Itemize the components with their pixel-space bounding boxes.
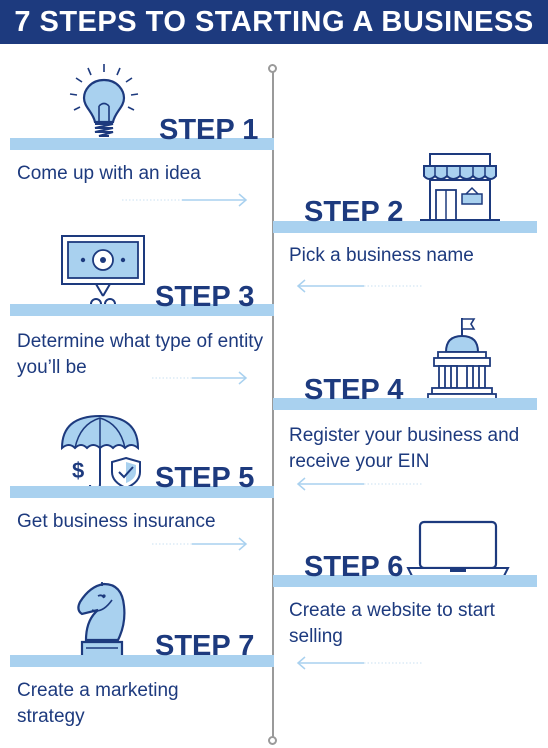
right-arrow-icon: [152, 371, 248, 385]
step-7-text: Create a marketing strategy: [17, 680, 179, 727]
step-5-band: [10, 486, 274, 498]
step-5-text: Get business insurance: [17, 511, 216, 532]
laptop-icon: [406, 520, 510, 577]
page-title: 7 STEPS TO STARTING A BUSINESS: [14, 5, 534, 38]
step-7-label: STEP 7: [155, 630, 255, 662]
step-3-text: Determine what type of entity you’ll be: [17, 331, 264, 378]
step-7-band: [10, 655, 274, 667]
step-3-band: [10, 304, 274, 316]
left-arrow-icon: [296, 656, 422, 670]
storefront-icon: [420, 153, 500, 221]
cut-dollar-bill-icon: [61, 235, 145, 310]
step-2-label: STEP 2: [304, 196, 404, 228]
step-2-text: Pick a business name: [289, 245, 474, 266]
umbrella-shield-icon: $: [60, 414, 141, 492]
government-building-icon: [427, 318, 497, 401]
step-3-label: STEP 3: [155, 281, 255, 313]
step-4-band: [273, 398, 537, 410]
chess-knight-icon: [77, 582, 126, 660]
step-1-band: [10, 138, 274, 150]
lightbulb-icon: [69, 64, 139, 137]
svg-text:$: $: [72, 458, 84, 483]
step-2-band: [273, 221, 537, 233]
step-5-label: STEP 5: [155, 462, 255, 494]
step-1-label: STEP 1: [159, 114, 259, 146]
step-4-text: Register your business and receive your …: [289, 425, 520, 472]
timeline-end-dot: [268, 736, 277, 745]
right-arrow-icon: [122, 193, 248, 207]
step-6-band: [273, 575, 537, 587]
left-arrow-icon: [296, 477, 422, 491]
right-arrow-icon: [152, 537, 248, 551]
step-6-text: Create a website to start selling: [289, 600, 495, 647]
title-banner: 7 STEPS TO STARTING A BUSINESS: [0, 0, 548, 44]
step-4-label: STEP 4: [304, 374, 404, 406]
step-6-label: STEP 6: [304, 551, 404, 583]
left-arrow-icon: [296, 279, 422, 293]
timeline-start-dot: [268, 64, 277, 73]
step-1-text: Come up with an idea: [17, 163, 201, 184]
